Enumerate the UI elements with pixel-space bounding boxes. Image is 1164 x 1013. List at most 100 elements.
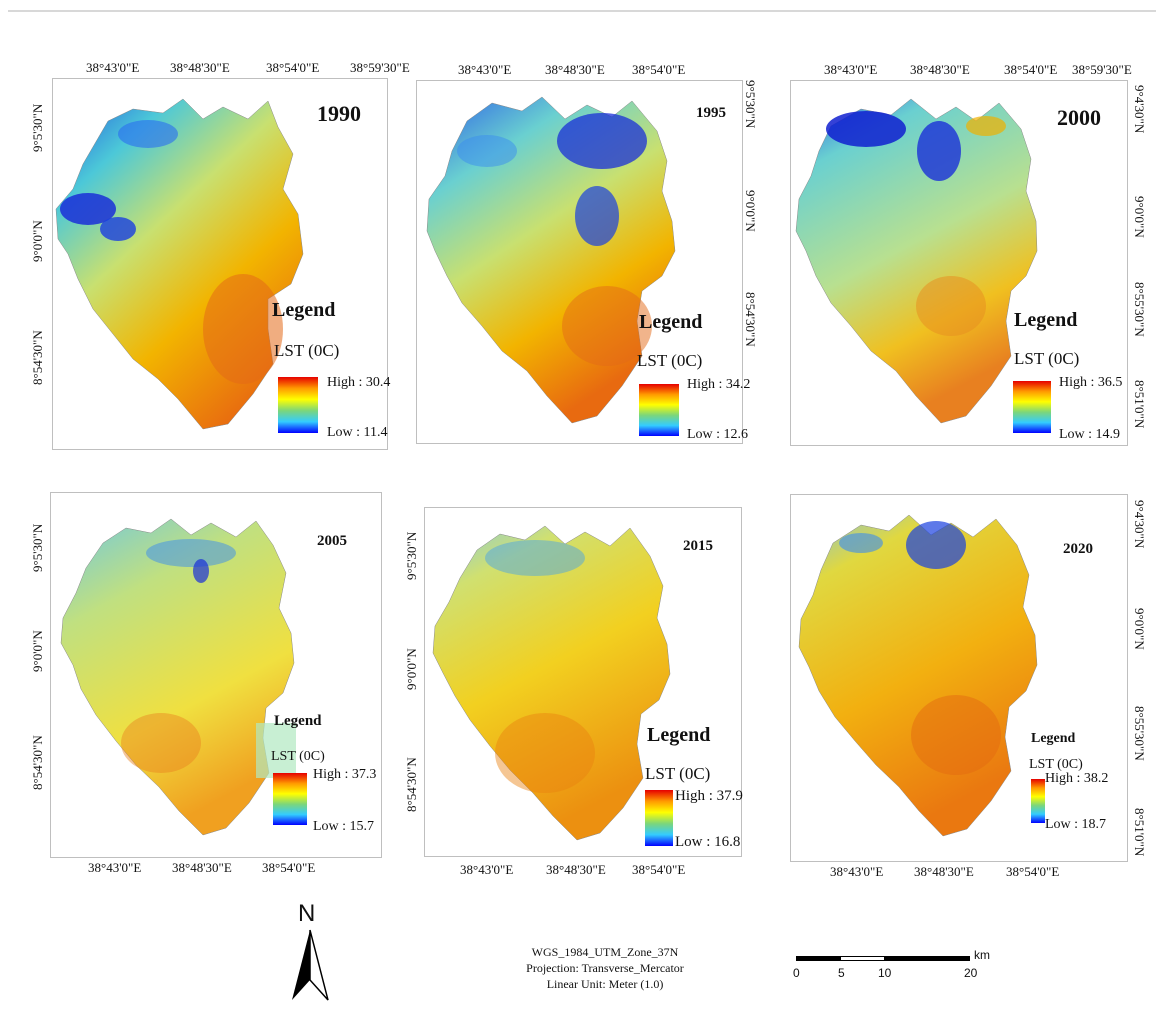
lat-tick: 9°0'0"N xyxy=(1132,196,1147,238)
scale-segment xyxy=(884,956,970,961)
legend-unit: LST (0C) xyxy=(637,351,703,370)
legend-color-ramp xyxy=(278,377,318,433)
lst-map-1990 xyxy=(55,98,304,430)
legend-color-ramp xyxy=(645,790,673,846)
legend-low: Low : 12.6 xyxy=(687,427,749,442)
lon-tick: 38°59'30"E xyxy=(1072,62,1132,77)
lat-tick: 8°51'0"N xyxy=(1132,380,1147,429)
map-panel-1995: 1995 Legend LST (0C) High : 34.2 Low : 1… xyxy=(416,80,750,444)
scale-tick: 20 xyxy=(964,966,978,980)
legend-unit: LST (0C) xyxy=(274,341,340,360)
scale-segment xyxy=(796,956,841,961)
lat-tick: 9°5'30"N xyxy=(404,531,419,580)
legend-unit: LST (0C) xyxy=(271,749,325,764)
map-panel-2020: 2020 Legend LST (0C) High : 38.2 Low : 1… xyxy=(790,494,1128,862)
lat-tick: 9°0'0"N xyxy=(30,220,45,262)
lat-tick: 9°5'30"N xyxy=(30,103,45,152)
legend-low: Low : 14.9 xyxy=(1059,427,1121,442)
panel-year: 2000 xyxy=(1057,105,1101,130)
lat-tick: 9°5'30"N xyxy=(743,80,758,129)
legend-high: High : 30.4 xyxy=(327,375,391,390)
map-panel-2015: 2015 Legend LST (0C) High : 37.9 Low : 1… xyxy=(424,507,743,857)
lat-tick: 8°54'30"N xyxy=(30,735,45,790)
lat-tick: 8°55'30"N xyxy=(1132,282,1147,337)
lst-map-2020 xyxy=(798,514,1038,837)
lat-tick: 9°4'30"N xyxy=(1132,500,1147,549)
legend-high: High : 38.2 xyxy=(1045,771,1109,786)
legend-title: Legend xyxy=(1031,731,1076,746)
lat-tick: 9°0'0"N xyxy=(1132,608,1147,650)
legend-title: Legend xyxy=(639,311,703,333)
lon-tick: 38°54'0"E xyxy=(1006,864,1060,879)
legend-color-ramp xyxy=(273,773,307,825)
lat-tick: 8°51'0"N xyxy=(1132,808,1147,857)
lon-tick: 38°48'30"E xyxy=(170,60,230,75)
lon-tick: 38°54'0"E xyxy=(1004,62,1058,77)
scale-tick: 5 xyxy=(838,966,845,980)
lon-tick: 38°43'0"E xyxy=(86,60,140,75)
top-border xyxy=(8,10,1156,12)
legend-unit: LST (0C) xyxy=(1029,757,1083,772)
lon-tick: 38°43'0"E xyxy=(460,862,514,877)
lon-tick: 38°43'0"E xyxy=(458,62,512,77)
panel-year: 2005 xyxy=(317,533,347,549)
map-panel-2005: 2005 Legend LST (0C) High : 37.3 Low : 1… xyxy=(50,492,382,858)
legend-unit: LST (0C) xyxy=(645,764,711,783)
lon-tick: 38°48'30"E xyxy=(545,62,605,77)
lat-tick: 8°54'30"N xyxy=(743,292,758,347)
lon-tick: 38°59'30"E xyxy=(350,60,410,75)
lon-tick: 38°48'30"E xyxy=(546,862,606,877)
panel-year: 1995 xyxy=(696,105,726,121)
scale-segment xyxy=(841,956,884,961)
lat-tick: 9°0'0"N xyxy=(404,648,419,690)
map-panel-1990: 1990 Legend LST (0C) High : 30.4 Low : 1… xyxy=(52,78,391,450)
lon-tick: 38°48'30"E xyxy=(910,62,970,77)
legend-unit: LST (0C) xyxy=(1014,349,1080,368)
panel-year: 1990 xyxy=(317,101,361,126)
north-arrow-icon xyxy=(292,929,329,1001)
legend-high: High : 37.9 xyxy=(675,788,743,804)
panel-year: 2015 xyxy=(683,538,713,554)
legend-title: Legend xyxy=(647,724,711,746)
lst-map-1995 xyxy=(426,96,676,424)
lat-tick: 9°5'30"N xyxy=(30,523,45,572)
projection-line-2: Projection: Transverse_Mercator xyxy=(526,961,684,975)
lat-tick: 9°0'0"N xyxy=(30,630,45,672)
projection-info: WGS_1984_UTM_Zone_37N Projection: Transv… xyxy=(520,944,690,992)
lon-tick: 38°48'30"E xyxy=(172,860,232,875)
legend-high: High : 37.3 xyxy=(313,767,377,782)
legend-color-ramp xyxy=(639,384,679,436)
legend-low: Low : 18.7 xyxy=(1045,817,1107,832)
lon-tick: 38°54'0"E xyxy=(632,862,686,877)
legend-low: Low : 16.8 xyxy=(675,834,741,850)
lon-tick: 38°43'0"E xyxy=(830,864,884,879)
legend-high: High : 34.2 xyxy=(687,377,751,392)
lat-tick: 8°54'30"N xyxy=(30,330,45,385)
north-arrow: N xyxy=(288,900,332,1005)
scale-unit: km xyxy=(974,948,990,962)
projection-line-1: WGS_1984_UTM_Zone_37N xyxy=(531,945,679,959)
legend-title: Legend xyxy=(1014,309,1078,331)
lat-tick: 9°4'30"N xyxy=(1132,85,1147,134)
lon-tick: 38°43'0"E xyxy=(88,860,142,875)
projection-line-3: Linear Unit: Meter (1.0) xyxy=(546,977,664,991)
lon-tick: 38°54'0"E xyxy=(632,62,686,77)
panel-year: 2020 xyxy=(1063,541,1093,557)
legend-color-ramp xyxy=(1031,779,1045,823)
lon-tick: 38°43'0"E xyxy=(824,62,878,77)
legend-low: Low : 15.7 xyxy=(313,819,375,834)
north-label: N xyxy=(298,900,316,927)
lst-map-2000 xyxy=(795,98,1038,424)
lon-tick: 38°54'0"E xyxy=(262,860,316,875)
legend-high: High : 36.5 xyxy=(1059,375,1123,390)
lat-tick: 8°55'30"N xyxy=(1132,706,1147,761)
legend-title: Legend xyxy=(274,713,322,729)
legend-title: Legend xyxy=(272,299,336,321)
lon-tick: 38°54'0"E xyxy=(266,60,320,75)
legend-color-ramp xyxy=(1013,381,1051,433)
scale-tick: 10 xyxy=(878,966,892,980)
scale-bar: km 0 5 10 20 xyxy=(793,948,996,992)
lon-tick: 38°48'30"E xyxy=(914,864,974,879)
scale-tick: 0 xyxy=(793,966,800,980)
lst-map-2015 xyxy=(432,525,671,841)
